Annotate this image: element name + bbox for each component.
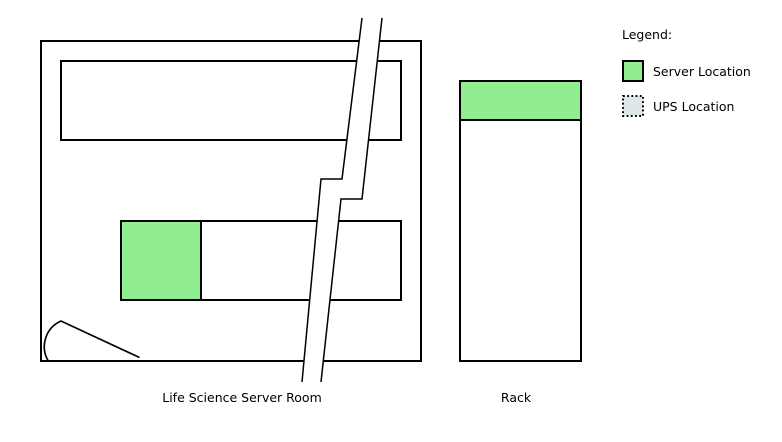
- server-location-swatch: [622, 60, 644, 82]
- server-location-rect: [120, 220, 202, 301]
- server-room-label: Life Science Server Room: [162, 390, 322, 405]
- rack-label: Rack: [501, 390, 532, 405]
- rack-outline: [459, 80, 582, 362]
- legend-item-label-server: Server Location: [653, 63, 751, 79]
- break-line-right: [320, 17, 383, 383]
- legend-item-server-location: Server Location: [622, 60, 751, 82]
- top-row-rect: [60, 60, 402, 141]
- door-swing: [43, 320, 140, 361]
- ups-location-swatch-rect: [622, 95, 644, 117]
- legend-item-ups-location: UPS Location: [622, 95, 734, 117]
- server-location-swatch-rect: [622, 60, 644, 82]
- break-line-mask: [302, 18, 382, 382]
- legend-item-label-ups: UPS Location: [653, 98, 735, 114]
- ups-location-swatch: [622, 95, 644, 117]
- rack-server-location-rect: [459, 80, 582, 121]
- legend-title: Legend:: [622, 27, 673, 42]
- break-line-left: [301, 17, 363, 383]
- legend: Legend: Server Location UPS Location: [622, 27, 751, 117]
